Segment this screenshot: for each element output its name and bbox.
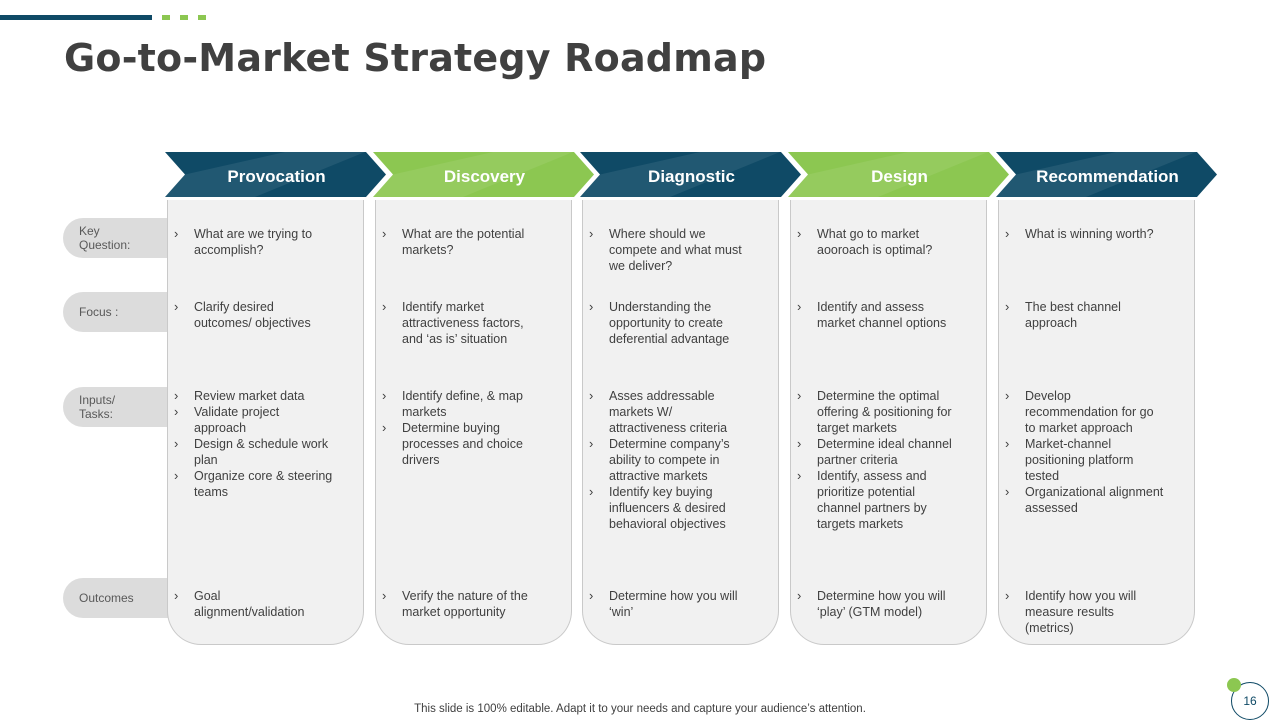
chevron-header-1: Discovery bbox=[373, 152, 594, 197]
chevron-header-2: Diagnostic bbox=[580, 152, 801, 197]
chevron-label-2: Diagnostic bbox=[648, 167, 735, 186]
top-accent-dash bbox=[180, 15, 188, 20]
row-label-3: Outcomes bbox=[63, 578, 175, 618]
bullet-item: What go to market aooroach is optimal? bbox=[797, 226, 957, 258]
bullet-list-key_question-0: What are we trying to accomplish? bbox=[174, 226, 334, 258]
bullet-item: Asses addressable markets W/ attractiven… bbox=[589, 388, 749, 436]
bullet-item: Organizational alignment assessed bbox=[1005, 484, 1165, 516]
row-label-1: Focus : bbox=[63, 292, 175, 332]
bullet-item: Understanding the opportunity to create … bbox=[589, 299, 749, 347]
bullet-item: Identify how you will measure results (m… bbox=[1005, 588, 1165, 636]
bullet-item: Identify market attractiveness factors, … bbox=[382, 299, 542, 347]
bullet-list-outcomes-2: Determine how you will ‘win’ bbox=[589, 588, 749, 620]
bullet-item: Determine buying processes and choice dr… bbox=[382, 420, 542, 468]
bullet-item: Determine how you will ‘play’ (GTM model… bbox=[797, 588, 957, 620]
bullet-item: Identify define, & map markets bbox=[382, 388, 542, 420]
bullet-list-outcomes-0: Goal alignment/validation bbox=[174, 588, 334, 620]
chevron-label-3: Design bbox=[871, 167, 928, 186]
top-accent-bar bbox=[0, 15, 152, 20]
bullet-item: The best channel approach bbox=[1005, 299, 1165, 331]
bullet-list-outcomes-1: Verify the nature of the market opportun… bbox=[382, 588, 542, 620]
chevron-label-1: Discovery bbox=[443, 167, 526, 186]
bullet-item: Clarify desired outcomes/ objectives bbox=[174, 299, 334, 331]
bullet-list-inputs-0: Review market dataValidate project appro… bbox=[174, 388, 334, 500]
bullet-list-focus-3: Identify and assess market channel optio… bbox=[797, 299, 957, 331]
bullet-item: Determine how you will ‘win’ bbox=[589, 588, 749, 620]
bullet-item: Verify the nature of the market opportun… bbox=[382, 588, 542, 620]
bullet-list-focus-4: The best channel approach bbox=[1005, 299, 1165, 331]
bullet-item: What are the potential markets? bbox=[382, 226, 542, 258]
bullet-item: Review market data bbox=[174, 388, 334, 404]
footer-note: This slide is 100% editable. Adapt it to… bbox=[414, 703, 866, 715]
bullet-list-focus-1: Identify market attractiveness factors, … bbox=[382, 299, 542, 347]
bullet-item: Where should we compete and what must we… bbox=[589, 226, 749, 274]
bullet-item: Goal alignment/validation bbox=[174, 588, 334, 620]
row-label-2: Inputs/Tasks: bbox=[63, 387, 175, 427]
bullet-item: Determine ideal channel partner criteria bbox=[797, 436, 957, 468]
bullet-item: What is winning worth? bbox=[1005, 226, 1165, 242]
bullet-list-focus-0: Clarify desired outcomes/ objectives bbox=[174, 299, 334, 331]
chevron-label-0: Provocation bbox=[227, 167, 326, 186]
chevron-header-0: Provocation bbox=[165, 152, 386, 197]
chevron-header-3: Design bbox=[788, 152, 1009, 197]
bullet-list-inputs-2: Asses addressable markets W/ attractiven… bbox=[589, 388, 749, 532]
bullet-list-key_question-2: Where should we compete and what must we… bbox=[589, 226, 749, 274]
bullet-item: Market-channel positioning platform test… bbox=[1005, 436, 1165, 484]
bullet-list-outcomes-4: Identify how you will measure results (m… bbox=[1005, 588, 1165, 636]
bullet-list-outcomes-3: Determine how you will ‘play’ (GTM model… bbox=[797, 588, 957, 620]
bullet-item: Identify key buying influencers & desire… bbox=[589, 484, 749, 532]
bullet-item: Develop recommendation for go to market … bbox=[1005, 388, 1165, 436]
bullet-list-key_question-4: What is winning worth? bbox=[1005, 226, 1165, 242]
bullet-item: What are we trying to accomplish? bbox=[174, 226, 334, 258]
page-number-dot bbox=[1227, 678, 1241, 692]
bullet-list-inputs-4: Develop recommendation for go to market … bbox=[1005, 388, 1165, 516]
chevron-header-4: Recommendation bbox=[996, 152, 1217, 197]
bullet-list-inputs-1: Identify define, & map marketsDetermine … bbox=[382, 388, 542, 468]
bullet-item: Determine company’s ability to compete i… bbox=[589, 436, 749, 484]
bullet-item: Identify, assess and prioritize potentia… bbox=[797, 468, 957, 532]
bullet-item: Identify and assess market channel optio… bbox=[797, 299, 957, 331]
bullet-item: Design & schedule work plan bbox=[174, 436, 334, 468]
bullet-list-key_question-1: What are the potential markets? bbox=[382, 226, 542, 258]
slide-title: Go-to-Market Strategy Roadmap bbox=[64, 36, 767, 80]
top-accent-dash bbox=[198, 15, 206, 20]
bullet-item: Determine the optimal offering & positio… bbox=[797, 388, 957, 436]
bullet-list-inputs-3: Determine the optimal offering & positio… bbox=[797, 388, 957, 532]
top-accent-dash bbox=[162, 15, 170, 20]
bullet-item: Organize core & steering teams bbox=[174, 468, 334, 500]
bullet-list-key_question-3: What go to market aooroach is optimal? bbox=[797, 226, 957, 258]
chevron-label-4: Recommendation bbox=[1036, 167, 1179, 186]
bullet-item: Validate project approach bbox=[174, 404, 334, 436]
bullet-list-focus-2: Understanding the opportunity to create … bbox=[589, 299, 749, 347]
